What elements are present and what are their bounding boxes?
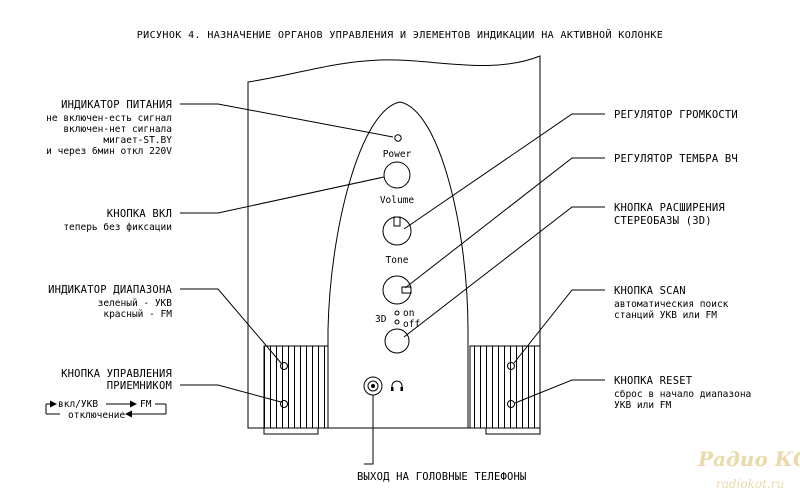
- headphone-jack[interactable]: [363, 376, 383, 396]
- headphone-icon: [391, 380, 403, 391]
- leader-line: [513, 289, 605, 364]
- 3d-on-label: on: [403, 308, 414, 319]
- headphones-heading: ВЫХОД НА ГОЛОВНЫЕ ТЕЛЕФОНЫ: [357, 471, 527, 483]
- volume-heading: РЕГУЛЯТОР ГРОМКОСТИ: [614, 109, 738, 121]
- power-indicator-line: и через 6мин откл 220V: [46, 146, 172, 157]
- reset-heading: КНОПКА RESET: [614, 375, 693, 387]
- power-button-note: теперь без фиксации: [63, 222, 172, 233]
- leader-line: [180, 103, 394, 138]
- leader-line: [403, 113, 605, 230]
- tone-knob[interactable]: [382, 275, 412, 305]
- scan-line: станций УКВ или FM: [614, 310, 717, 321]
- leader-line: [404, 157, 605, 289]
- 3d-off-label: off: [403, 319, 420, 330]
- power-button-heading: КНОПКА ВКЛ: [107, 208, 172, 220]
- band-indicator-line: красный - FM: [103, 309, 172, 320]
- 3d-switch-indicator: [394, 310, 400, 325]
- scan-line: автоматическия поиск: [614, 299, 729, 310]
- band-indicator-line: зеленый - УКВ: [98, 298, 173, 309]
- receiver-button-heading: КНОПКА УПРАВЛЕНИЯ: [61, 368, 172, 380]
- cycle-off-label: отключение: [68, 410, 125, 421]
- reset-button[interactable]: [507, 400, 515, 408]
- power-indicator-led: [394, 134, 402, 142]
- radiokot-logo: Радио КОТ radiokot.ru: [697, 447, 800, 491]
- volume-knob[interactable]: [382, 216, 412, 246]
- left-side-grille: [263, 345, 329, 429]
- logo-brand: Радио КОТ: [697, 447, 800, 471]
- leader-line: [514, 379, 605, 404]
- tone-label: Tone: [386, 255, 409, 266]
- stereo-heading-2: СТЕРЕОБАЗЫ (3D): [614, 215, 712, 227]
- right-side-grille: [469, 345, 541, 429]
- receiver-button-heading-2: ПРИЕМНИКОМ: [107, 380, 172, 392]
- power-indicator-heading: ИНДИКАТОР ПИТАНИЯ: [61, 99, 172, 111]
- leader-line: [403, 206, 605, 338]
- band-indicator-led: [280, 362, 288, 370]
- power-indicator-line: мигает-ST.BY: [103, 135, 172, 146]
- cycle-on-label: вкл/УКВ: [58, 399, 98, 410]
- volume-label: Volume: [380, 195, 415, 206]
- power-button[interactable]: [383, 161, 411, 189]
- logo-url: radiokot.ru: [716, 477, 784, 491]
- leader-line: [364, 395, 374, 465]
- power-indicator-line: включен-нет сигнала: [63, 124, 172, 135]
- 3d-stereo-button[interactable]: [384, 328, 410, 354]
- scan-heading: КНОПКА SCAN: [614, 285, 686, 297]
- tone-heading: РЕГУЛЯТОР ТЕМБРА ВЧ: [614, 153, 738, 165]
- scan-button[interactable]: [507, 362, 515, 370]
- leader-line: [180, 288, 282, 364]
- band-indicator-heading: ИНДИКАТОР ДИАПАЗОНА: [48, 284, 172, 296]
- reset-line: сброс в начало диапазона: [614, 389, 751, 400]
- power-label: Power: [383, 149, 412, 160]
- reset-line: УКВ или FM: [614, 400, 671, 411]
- stereo-heading: КНОПКА РАСШИРЕНИЯ: [614, 202, 725, 214]
- power-indicator-line: не включен-есть сигнал: [46, 113, 172, 124]
- receiver-control-button[interactable]: [280, 400, 288, 408]
- leader-line: [180, 176, 385, 214]
- receiver-cycle-diagram: вкл/УКВ FM отключение: [45, 399, 167, 421]
- leader-line: [180, 384, 282, 403]
- figure-title: РИСУНОК 4. НАЗНАЧЕНИЕ ОРГАНОВ УПРАВЛЕНИЯ…: [137, 28, 663, 41]
- cycle-fm-label: FM: [140, 399, 152, 410]
- 3d-label: 3D: [375, 314, 387, 325]
